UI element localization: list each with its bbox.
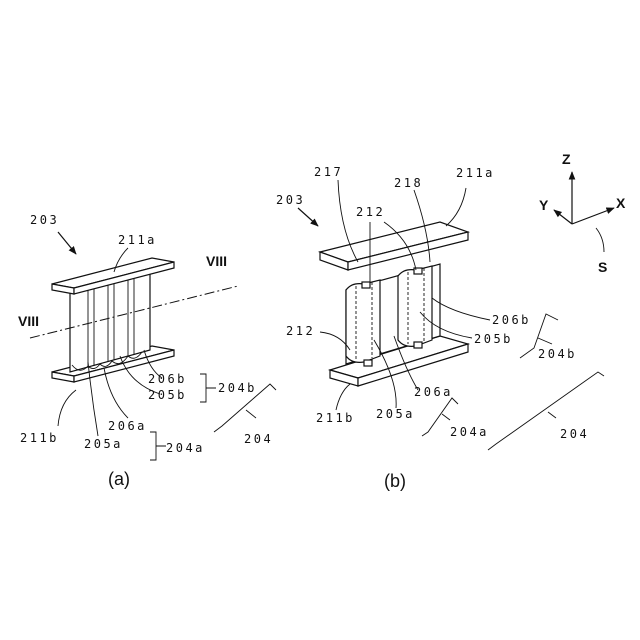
y-axis-arrow	[554, 210, 572, 224]
axis-label-x: X	[616, 195, 626, 211]
label-203-a: 203	[30, 213, 59, 227]
label-204a-a: 204a	[166, 441, 205, 455]
label-205b-a: 205b	[148, 388, 187, 402]
label-206a-a: 206a	[108, 419, 147, 433]
label-204a-b: 204a	[450, 425, 489, 439]
label-217-b: 217	[314, 165, 343, 179]
axis-label-y: Y	[539, 197, 549, 213]
label-206b-b: 206b	[492, 313, 531, 327]
axis-label-z: Z	[562, 151, 571, 167]
label-204b-a: 204b	[218, 381, 257, 395]
label-203-b: 203	[276, 193, 305, 207]
axis-label-s: S	[598, 259, 607, 275]
leader-206b-b	[432, 298, 490, 320]
label-211b-a: 211b	[20, 431, 59, 445]
x-axis-arrow	[572, 208, 614, 224]
panel-b	[298, 180, 604, 450]
label-205a-a: 205a	[84, 437, 123, 451]
label-viii-left: VIII	[18, 313, 39, 329]
leader-211a-b	[446, 188, 466, 226]
label-218-b: 218	[394, 176, 423, 190]
label-212-left-b: 212	[286, 324, 315, 338]
label-206a-b: 206a	[414, 385, 453, 399]
label-205a-b: 205a	[376, 407, 415, 421]
leader-206a-a	[104, 368, 128, 418]
label-205b-b: 205b	[474, 332, 513, 346]
coordinate-axes	[554, 172, 614, 252]
label-204-a: 204	[244, 432, 273, 446]
label-204b-b: 204b	[538, 347, 577, 361]
label-viii-right: VIII	[206, 253, 227, 269]
leader-211b-b	[336, 384, 350, 410]
cylinder-right-b	[398, 266, 432, 346]
label-206b-a: 206b	[148, 372, 187, 386]
s-leader	[596, 228, 604, 252]
panel-a	[30, 232, 276, 460]
leader-203-b	[298, 208, 318, 226]
brace-204b-a	[200, 374, 216, 402]
top-plate-b	[320, 222, 468, 270]
caption-b: (b)	[384, 471, 406, 491]
label-212-top-b: 212	[356, 205, 385, 219]
label-211b-b: 211b	[316, 411, 355, 425]
brace-204a-a	[150, 432, 166, 460]
leader-203-a	[58, 232, 76, 254]
label-204-b: 204	[560, 427, 589, 441]
label-211a-a: 211a	[118, 233, 157, 247]
cylinder-left-b	[346, 280, 380, 362]
label-211a-b: 211a	[456, 166, 495, 180]
caption-a: (a)	[108, 469, 130, 489]
leader-211b-a	[58, 390, 76, 426]
